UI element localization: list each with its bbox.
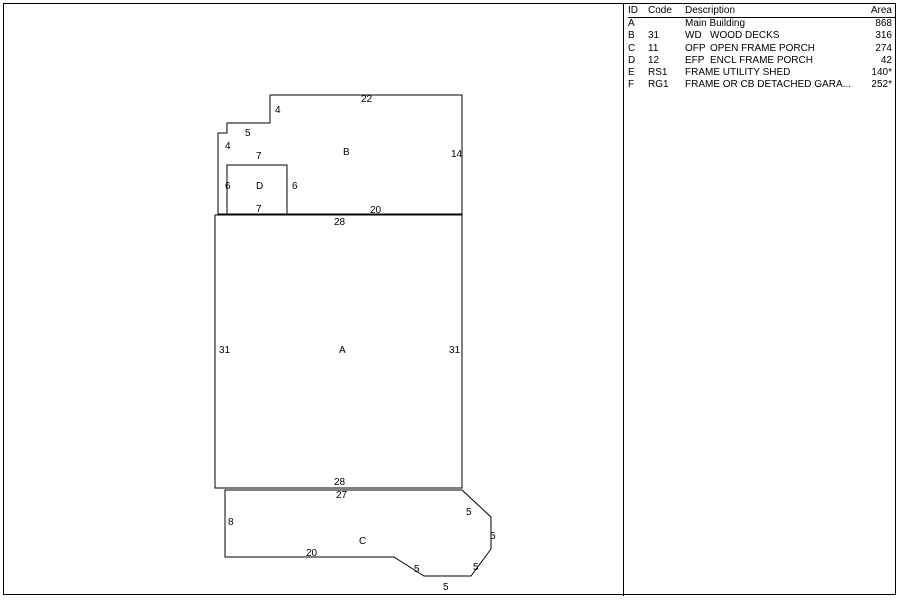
- dim-b-step-5: 5: [245, 128, 251, 139]
- legend-cell-code2: OFP: [685, 42, 706, 54]
- legend-cell-area: 140*: [871, 67, 892, 79]
- shape-porch-d: [226, 164, 288, 215]
- legend-cell-id: E: [628, 67, 635, 79]
- dim-c-bottom-20: 20: [306, 548, 318, 559]
- page-border: [3, 3, 896, 595]
- area-label-d: D: [256, 181, 264, 192]
- shape-building-a: [214, 214, 463, 489]
- area-label-c: C: [359, 536, 367, 547]
- dim-b-step-4: 4: [275, 105, 281, 116]
- legend-cell-area: 274: [875, 42, 892, 54]
- dim-b-top-22: 22: [361, 94, 373, 105]
- dim-c-right-5: 5: [490, 531, 496, 542]
- legend-header-id: ID: [628, 5, 638, 16]
- legend-cell-description: ENCL FRAME PORCH: [710, 54, 813, 66]
- building-sketch-drawing: [214, 94, 492, 577]
- legend-cell-area: 252*: [871, 79, 892, 91]
- dim-b-right-14: 14: [451, 149, 463, 160]
- legend-table: ID Code Description Area A Main Building…: [628, 5, 896, 92]
- dim-d-bottom-7: 7: [256, 204, 262, 215]
- legend-cell-id: F: [628, 79, 635, 91]
- dim-d-top-7: 7: [256, 151, 262, 162]
- dim-c-notch2-5: 5: [443, 582, 449, 593]
- shape-porch-c: [224, 489, 492, 577]
- legend-cell-id: A: [628, 18, 635, 29]
- dim-d-left-6: 6: [225, 181, 231, 192]
- legend-cell-code: 11: [648, 42, 659, 54]
- legend-row-f: F RG1 FRAME OR CB DETACHED GARA... 252*: [628, 79, 896, 91]
- dim-b-left-4: 4: [225, 141, 231, 152]
- legend-cell-area: 42: [880, 54, 892, 66]
- legend-header-description: Description: [685, 5, 736, 16]
- legend-cell-code2: EFP: [685, 54, 705, 66]
- dim-a-right-31: 31: [449, 345, 461, 356]
- dim-a-bottom-28: 28: [334, 477, 346, 488]
- legend-cell-description: OPEN FRAME PORCH: [710, 42, 816, 54]
- dim-b-bottom-20: 20: [370, 205, 382, 216]
- legend-header-code: Code: [648, 5, 672, 16]
- legend-row-a: A Main Building 868: [628, 18, 896, 30]
- legend-row-d: D 12 EFP ENCL FRAME PORCH 42: [628, 55, 896, 67]
- legend-row-e: E RS1 FRAME UTILITY SHED 140*: [628, 67, 896, 79]
- legend-pane: ID Code Description Area A Main Building…: [624, 3, 896, 595]
- legend-row-c: C 11 OFP OPEN FRAME PORCH 274: [628, 43, 896, 55]
- legend-cell-code: RG1: [648, 79, 669, 91]
- dim-d-right-6: 6: [292, 181, 298, 192]
- dim-c-diag2-5: 5: [473, 562, 479, 573]
- legend-cell-description: FRAME OR CB DETACHED GARA...: [685, 79, 851, 91]
- legend-cell-area: 316: [875, 30, 892, 42]
- area-label-a: A: [339, 345, 346, 356]
- legend-cell-area: 868: [875, 18, 892, 29]
- legend-cell-id: D: [628, 54, 636, 66]
- sketch-pane: A B C D 22 4 5 4 14 7 6 6 7 20 28 31 31 …: [3, 3, 623, 595]
- legend-cell-code: 12: [648, 54, 660, 66]
- dim-a-left-31: 31: [219, 345, 231, 356]
- legend-cell-description: Main Building: [685, 18, 746, 29]
- legend-cell-id: B: [628, 30, 635, 42]
- legend-cell-description: FRAME UTILITY SHED: [685, 67, 791, 79]
- legend-cell-code: 31: [648, 30, 660, 42]
- legend-cell-code2: WD: [685, 30, 702, 42]
- legend-header-row: ID Code Description Area: [628, 5, 896, 18]
- area-label-b: B: [343, 147, 350, 158]
- dim-c-left-8: 8: [228, 517, 234, 528]
- legend-cell-code: RS1: [648, 67, 668, 79]
- dim-c-top-27: 27: [336, 490, 348, 501]
- legend-row-b: B 31 WD WOOD DECKS 316: [628, 30, 896, 42]
- dim-c-notch1-5: 5: [414, 564, 420, 575]
- legend-cell-description: WOOD DECKS: [710, 30, 780, 42]
- pane-divider: [623, 3, 624, 596]
- legend-cell-id: C: [628, 42, 636, 54]
- legend-header-area: Area: [870, 5, 892, 16]
- dim-a-top-28: 28: [334, 217, 346, 228]
- dim-c-diag1-5: 5: [466, 507, 472, 518]
